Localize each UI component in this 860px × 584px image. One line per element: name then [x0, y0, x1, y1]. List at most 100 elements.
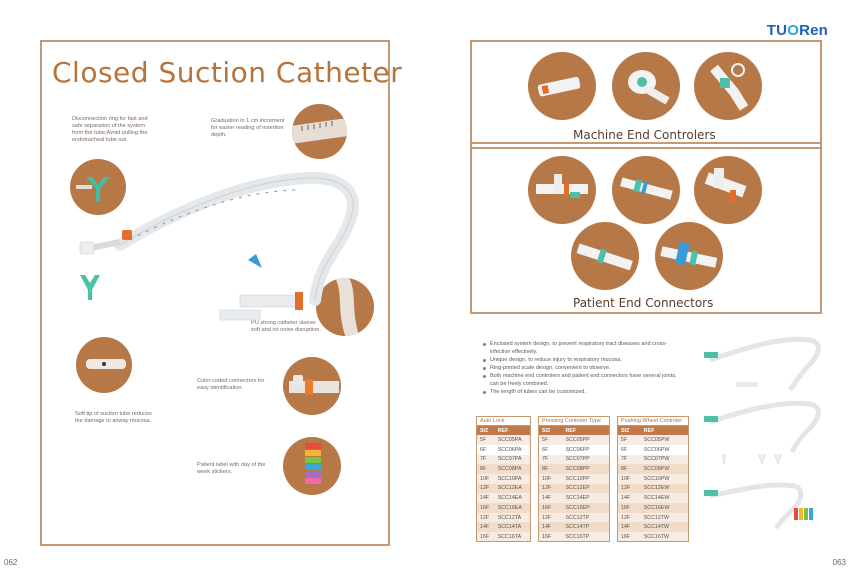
- table-caption: Auto Lock: [476, 416, 531, 425]
- size-cell: 7F: [476, 454, 495, 465]
- ref-cell: SCC12TW: [640, 512, 689, 523]
- size-cell: 5F: [476, 435, 495, 445]
- ref-cell: SCC16TW: [640, 532, 689, 542]
- size-cell: 7F: [538, 454, 563, 465]
- ref-cell: SCC12EW: [640, 483, 689, 494]
- machine-end-controler-pushing-wheel-photo: [694, 52, 762, 120]
- size-cell: 14F: [476, 493, 495, 503]
- size-cell: 14F: [538, 493, 563, 503]
- disconnection-ring-photo: [70, 159, 126, 215]
- size-cell: 12F: [476, 512, 495, 523]
- feature-item: Ring-printed scale design, convenient to…: [483, 364, 683, 372]
- table-row: 6F SCC06PW: [618, 445, 689, 455]
- ref-cell: SCC08PA: [494, 464, 531, 474]
- closed-suction-catheter-illustration: [79, 171, 360, 321]
- size-cell: 5F: [538, 435, 563, 445]
- size-cell: 6F: [621, 446, 628, 453]
- ref-cell: SCC12TP: [562, 512, 610, 523]
- table-caption: Pushing Wheel Controler: [617, 416, 689, 425]
- tuoren-logo: TUORen: [766, 22, 828, 39]
- note-patient-label: Patient label with day of the week stick…: [197, 462, 266, 475]
- machine-end-controlers-heading: Machine End Controlers: [573, 128, 716, 142]
- patient-end-connector-photo-3: [694, 156, 762, 224]
- ref-cell: SCC16EP: [562, 503, 610, 513]
- ref-cell: SCC10PW: [640, 473, 689, 484]
- machine-section-divider: [470, 142, 822, 144]
- size-cell: 8F: [617, 464, 641, 474]
- graduation-photo: [292, 104, 347, 159]
- ref-cell: SCC06PW: [643, 446, 670, 453]
- size-cell: 14F: [617, 493, 641, 503]
- size-cell: 6F: [542, 446, 549, 453]
- ref-cell: SCC10PA: [494, 473, 531, 484]
- size-cell: 8F: [476, 464, 495, 474]
- note-pu-sleeve: PU strong catheter sleeve: soft and no n…: [251, 320, 321, 333]
- size-cell: 12F: [617, 512, 641, 523]
- feature-item: Unique design, to reduce injury to respi…: [483, 356, 683, 364]
- ref-cell: SCC05PW: [640, 435, 689, 445]
- size-cell: 14F: [538, 522, 563, 533]
- ref-cell: SCC10PP: [562, 473, 610, 484]
- feature-item: Enclosed system design, to prevent respi…: [483, 340, 683, 356]
- patient-end-connector-photo-5: [655, 222, 723, 290]
- ref-cell: SCC12TA: [494, 512, 531, 523]
- size-cell: 14F: [617, 522, 641, 533]
- ref-cell: SCC07PP: [562, 454, 610, 465]
- machine-end-controler-pressing-photo: [612, 52, 680, 120]
- ref-cell: SCC05PP: [562, 435, 610, 445]
- page-number-left: 062: [4, 558, 18, 567]
- patient-label-photo: [283, 437, 341, 495]
- page-title: Closed Suction Catheter: [52, 56, 403, 89]
- pu-sleeve-photo: [316, 278, 374, 336]
- ref-cell: SCC08PP: [562, 464, 610, 474]
- patient-end-connector-photo-4: [571, 222, 639, 290]
- feature-item: Both machine end controlers and patient …: [483, 372, 683, 388]
- size-cell: 16F: [617, 532, 641, 542]
- table-row: 6F SCC06PA: [477, 445, 531, 455]
- ref-cell: SCC06PA: [497, 446, 522, 453]
- size-cell: 16F: [476, 503, 495, 513]
- ref-cell: SCC06PP: [565, 446, 590, 453]
- ref-cell: SCC12EA: [494, 483, 531, 494]
- table-caption: Pressing Controler Type: [538, 416, 610, 425]
- patient-end-connector-photo-2: [612, 156, 680, 224]
- ref-cell: SCC16TP: [562, 532, 610, 542]
- ref-cell: SCC12EP: [562, 483, 610, 494]
- right-page-frame: [470, 40, 822, 314]
- size-cell: 16F: [538, 503, 563, 513]
- size-cell: 6F: [480, 446, 487, 453]
- ref-cell: SCC14EW: [640, 493, 689, 503]
- column-header: SIZ: [476, 425, 495, 436]
- note-soft-tip: Soft tip of suction tube reduces the dam…: [75, 411, 152, 424]
- note-graduation: Graduation in 1 cm increment for easier …: [211, 118, 285, 138]
- color-coded-connector-photo: [283, 357, 341, 415]
- ref-cell: SCC14TA: [494, 522, 531, 533]
- size-cell: 5F: [617, 435, 641, 445]
